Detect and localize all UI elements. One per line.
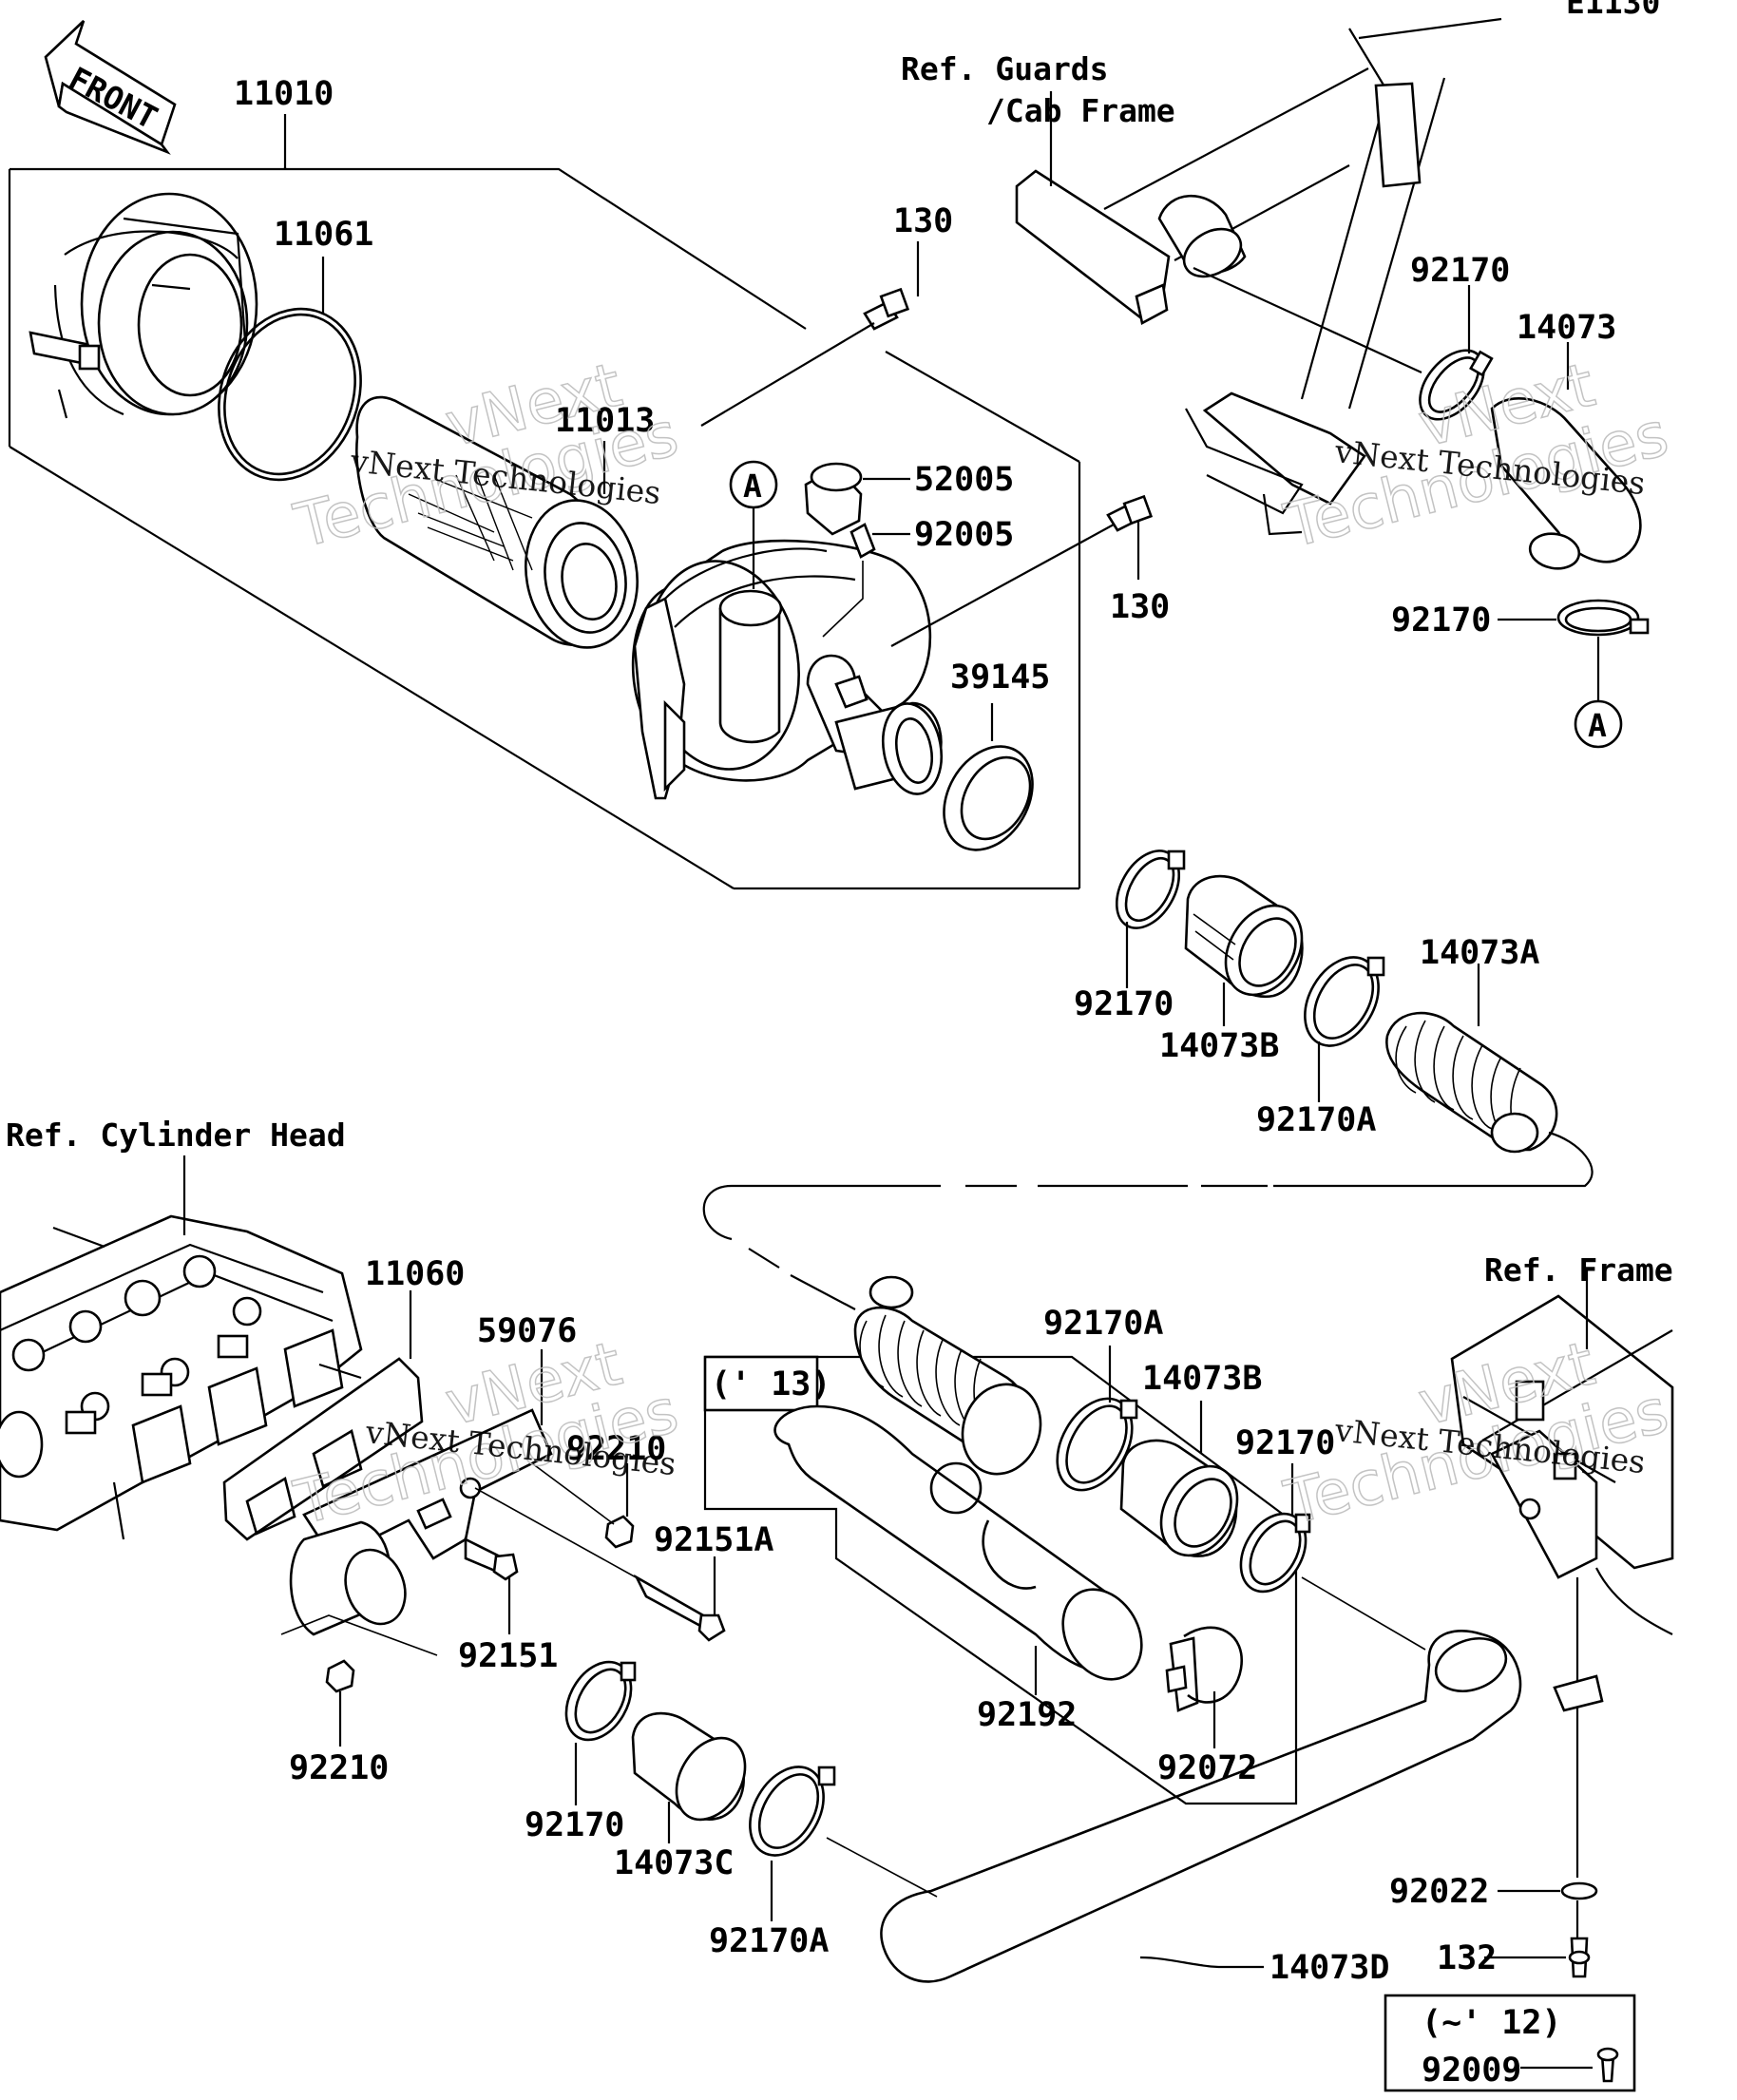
frame-structure: [1450, 1268, 1674, 1957]
label-11061: 11061: [274, 216, 373, 254]
hose-14073B-a: [1184, 874, 1304, 1026]
label-14073C: 14073C: [614, 1844, 734, 1882]
clamp-92170A-c: [749, 1766, 836, 1921]
label-14073A: 14073A: [1420, 934, 1539, 972]
label-92170-c: 92170: [1235, 1424, 1335, 1462]
valve-92005: [822, 523, 910, 638]
label-92170-top: 92170: [1410, 252, 1510, 290]
o-ring-11061: [218, 307, 362, 482]
bolt-132: [1484, 1937, 1591, 1978]
bellows-lower: [853, 1275, 1042, 1476]
label-92005: 92005: [914, 516, 1014, 554]
label-59076: 59076: [477, 1312, 577, 1350]
label-130-top: 130: [893, 202, 953, 240]
label-130-right: 130: [1110, 588, 1170, 626]
bolt-92151A: [474, 1487, 726, 1642]
label-92170-mid: 92170: [1391, 601, 1491, 640]
bolt-130-right: [890, 494, 1154, 647]
ref-frame: Ref. Frame: [1484, 1251, 1673, 1289]
year-13-group-bracket: (' 13): [703, 1355, 1298, 1805]
note-year-12: (~' 12): [1422, 2004, 1562, 2042]
label-14073B-a: 14073B: [1159, 1027, 1279, 1065]
air-cleaner-housing: [631, 539, 943, 800]
label-11010: 11010: [234, 75, 334, 113]
ref-cylinder-head: Ref. Cylinder Head: [6, 1117, 346, 1154]
guards-cab-frame-structure: [1015, 17, 1502, 536]
label-11060: 11060: [365, 1255, 465, 1293]
label-92170A-a: 92170A: [1256, 1101, 1376, 1139]
bellows-14073A: [1385, 964, 1558, 1154]
label-92210-b: 92210: [289, 1749, 389, 1787]
label-92072: 92072: [1157, 1749, 1257, 1787]
label-92170-d: 92170: [525, 1806, 624, 1844]
callout-a-lower-label: A: [1588, 707, 1607, 744]
hose-14073C: [631, 1711, 747, 1843]
label-92151: 92151: [458, 1637, 558, 1675]
duct-92192: [773, 1404, 1143, 1695]
label-92210-a: 92210: [566, 1430, 666, 1468]
label-92170A-b: 92170A: [1043, 1305, 1163, 1343]
clamp-92170A-a: [1304, 956, 1385, 1102]
label-92170-b: 92170: [1074, 985, 1174, 1023]
nut-92210-b: [325, 1659, 355, 1747]
air-cleaner-cap: [29, 192, 258, 419]
label-92170A-c: 92170A: [709, 1922, 829, 1960]
bolt-130-top: [700, 287, 910, 427]
bolt-92151: [280, 1537, 519, 1656]
nut-92210-a: [531, 1462, 635, 1549]
air-cleaner-assembly-bracket: [8, 114, 1081, 890]
clamp-92170-c: [1239, 1463, 1311, 1594]
washer-92022: [1498, 1881, 1598, 1900]
label-39145: 39145: [950, 659, 1050, 697]
front-arrow-icon: FRONT: [44, 20, 177, 155]
label-11013: 11013: [555, 402, 655, 440]
note-year-13: (' 13): [711, 1365, 830, 1403]
label-92151A: 92151A: [654, 1521, 773, 1559]
cable-tie-92072: [1165, 1626, 1244, 1748]
diagram-code: E1130: [1566, 0, 1660, 21]
seal-ring-39145: [943, 703, 1034, 851]
fitting-52005: [804, 462, 910, 536]
filter-element-11013: [355, 395, 639, 649]
clamp-92170-b: [1115, 850, 1186, 988]
ref-guards-line2: /Cab Frame: [986, 92, 1175, 129]
clamp-92170A-b: [1056, 1346, 1138, 1492]
callout-a-upper-label: A: [743, 468, 762, 505]
year-12-box: (~' 12): [1384, 1994, 1636, 2092]
ref-guards-line1: Ref. Guards: [901, 50, 1109, 87]
elbow-hose-14073: [1490, 342, 1642, 570]
clamp-92170-d: [564, 1660, 637, 1805]
gasket-11060: [222, 1290, 424, 1541]
label-14073D: 14073D: [1269, 1949, 1389, 1987]
label-92022: 92022: [1389, 1873, 1489, 1911]
callout-a-lower: A: [1574, 637, 1623, 749]
clamp-92170-top: [1419, 285, 1494, 421]
hose-14073B-b: [1119, 1401, 1239, 1557]
label-132: 132: [1437, 1939, 1497, 1977]
cylinder-head: [0, 1155, 363, 1540]
intake-hose-14073D: [826, 1576, 1522, 1983]
label-14073: 14073: [1517, 309, 1616, 347]
callout-a-upper: A: [729, 460, 778, 589]
label-14073B-b: 14073B: [1142, 1360, 1262, 1398]
dashed-connection-path: [702, 1131, 1594, 1310]
intake-manifold-59076: [289, 1349, 553, 1636]
clamp-92170-mid: [1498, 599, 1650, 637]
label-92009: 92009: [1422, 2052, 1521, 2090]
label-52005: 52005: [914, 461, 1014, 499]
label-92192: 92192: [977, 1696, 1077, 1734]
